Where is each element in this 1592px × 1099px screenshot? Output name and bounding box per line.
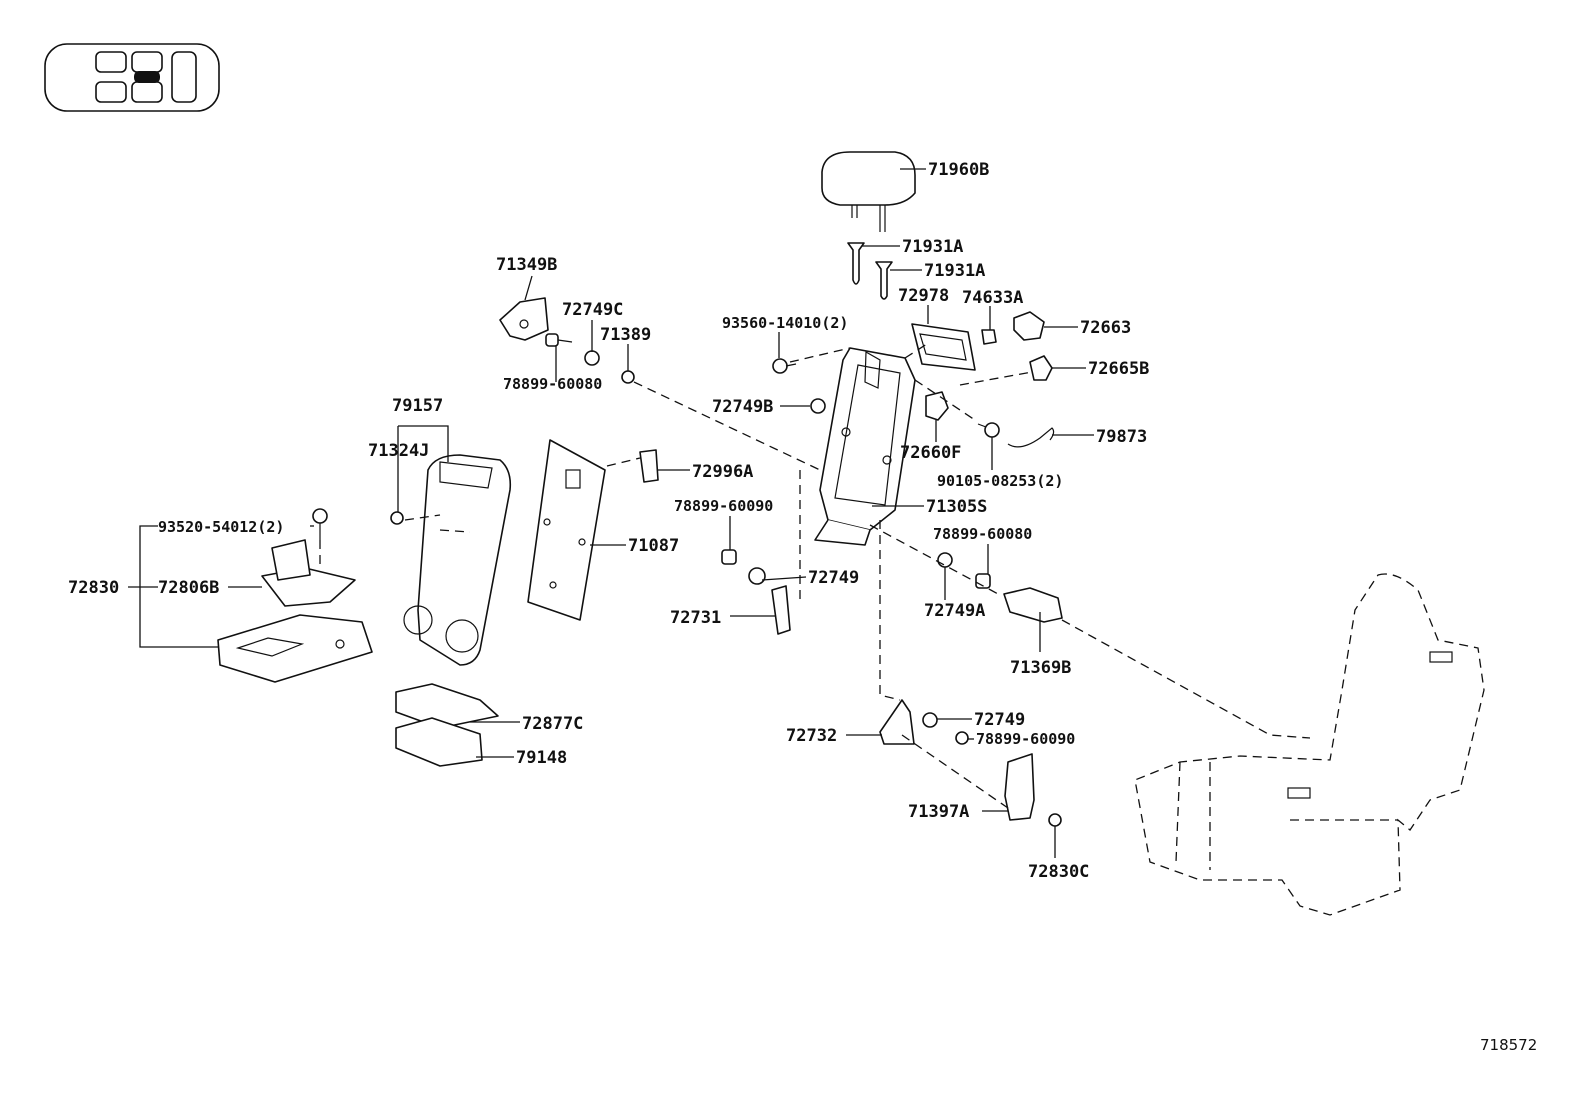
nut-72749B-shape [810, 398, 826, 414]
armrest-shape [403, 454, 512, 666]
seatback-frame-shape [814, 347, 916, 546]
label-78899-60080-a: 78899-60080 [503, 375, 602, 393]
label-72732: 72732 [786, 726, 837, 746]
screw-93520-shape [312, 508, 328, 540]
label-93560-14010: 93560-14010(2) [722, 314, 848, 332]
label-71087: 71087 [628, 536, 679, 556]
cupholder-72806B-shape [261, 539, 356, 607]
nut-72749-b-shape [922, 712, 938, 728]
label-79148: 79148 [516, 748, 567, 768]
label-71931A-1: 71931A [902, 237, 963, 257]
label-71369B: 71369B [1010, 658, 1071, 678]
label-72830: 72830 [68, 578, 119, 598]
label-72806B: 72806B [158, 578, 219, 598]
cap-72665B-shape [1029, 355, 1053, 381]
headrest-support-2 [875, 261, 893, 300]
label-72830C: 72830C [1028, 862, 1089, 882]
rear-seat-outline [1134, 573, 1485, 916]
cover-71369B-shape [1003, 587, 1063, 623]
label-72978: 72978 [898, 286, 949, 306]
bracket-72731-shape [771, 585, 791, 635]
label-74633A: 74633A [962, 288, 1023, 308]
label-71397A: 71397A [908, 802, 969, 822]
bracket-72732-shape [879, 699, 915, 745]
label-71389: 71389 [600, 325, 651, 345]
label-72749-b: 72749 [974, 710, 1025, 730]
clip-72996A-shape [639, 449, 659, 483]
bolt-78899-60090-b-shape [955, 731, 969, 745]
label-78899-60090-a: 78899-60090 [674, 497, 773, 515]
seat-locator-icon [44, 43, 220, 112]
nut-72749A-shape [937, 552, 953, 568]
label-71960B: 71960B [928, 160, 989, 180]
label-72749A: 72749A [924, 601, 985, 621]
label-72665B: 72665B [1088, 359, 1149, 379]
label-72663: 72663 [1080, 318, 1131, 338]
label-71305S: 71305S [926, 497, 987, 517]
nut-72749C-shape [584, 350, 600, 366]
headrest-support-1 [847, 242, 865, 285]
cover-71397A-shape [1004, 753, 1035, 821]
cover-72663-shape [1013, 311, 1045, 341]
clip-71324J-shape [390, 511, 404, 525]
label-78899-60080-b: 78899-60080 [933, 525, 1032, 543]
bolt-93560-shape [772, 358, 797, 374]
console-72830-shape [217, 614, 373, 683]
nut-72749-a-shape [748, 567, 766, 585]
diagram-reference-number: 718572 [1480, 1036, 1537, 1054]
pad-79148-shape [395, 717, 483, 767]
label-72877C: 72877C [522, 714, 583, 734]
pad-72877C-shape [395, 683, 499, 729]
panel-71087-shape [527, 439, 606, 621]
label-79873: 79873 [1096, 427, 1147, 447]
label-72996A: 72996A [692, 462, 753, 482]
cover-71349B-shape [499, 297, 549, 341]
headrest-shape [821, 151, 916, 232]
bolt-90105-shape [977, 422, 1000, 438]
label-72749B: 72749B [712, 397, 773, 417]
wire-79873-shape [1007, 427, 1055, 448]
label-72749C: 72749C [562, 300, 623, 320]
washer-71389-shape [621, 370, 635, 384]
leader-lines [128, 168, 1094, 858]
bracket-72660F-shape [925, 391, 949, 421]
label-72731: 72731 [670, 608, 721, 628]
label-71931A-2: 71931A [924, 261, 985, 281]
clip-72830C-shape [1048, 813, 1062, 827]
label-90105-08253: 90105-08253(2) [937, 472, 1063, 490]
label-71324J: 71324J [368, 441, 429, 461]
bolt-78899-60090-a-shape [721, 549, 737, 565]
assembly-lines [319, 341, 1311, 809]
label-79157: 79157 [392, 396, 443, 416]
label-71349B: 71349B [496, 255, 557, 275]
label-78899-60090-b: 78899-60090 [976, 730, 1075, 748]
label-93520-54012: 93520-54012(2) [158, 518, 284, 536]
part-labels: 71960B 71931A 71931A 72978 74633A 72663 … [68, 160, 1149, 882]
label-72749-a: 72749 [808, 568, 859, 588]
bolt-78899-60080-a-shape [545, 333, 573, 347]
label-72660F: 72660F [900, 443, 961, 463]
clip-74633A-shape [981, 329, 997, 345]
